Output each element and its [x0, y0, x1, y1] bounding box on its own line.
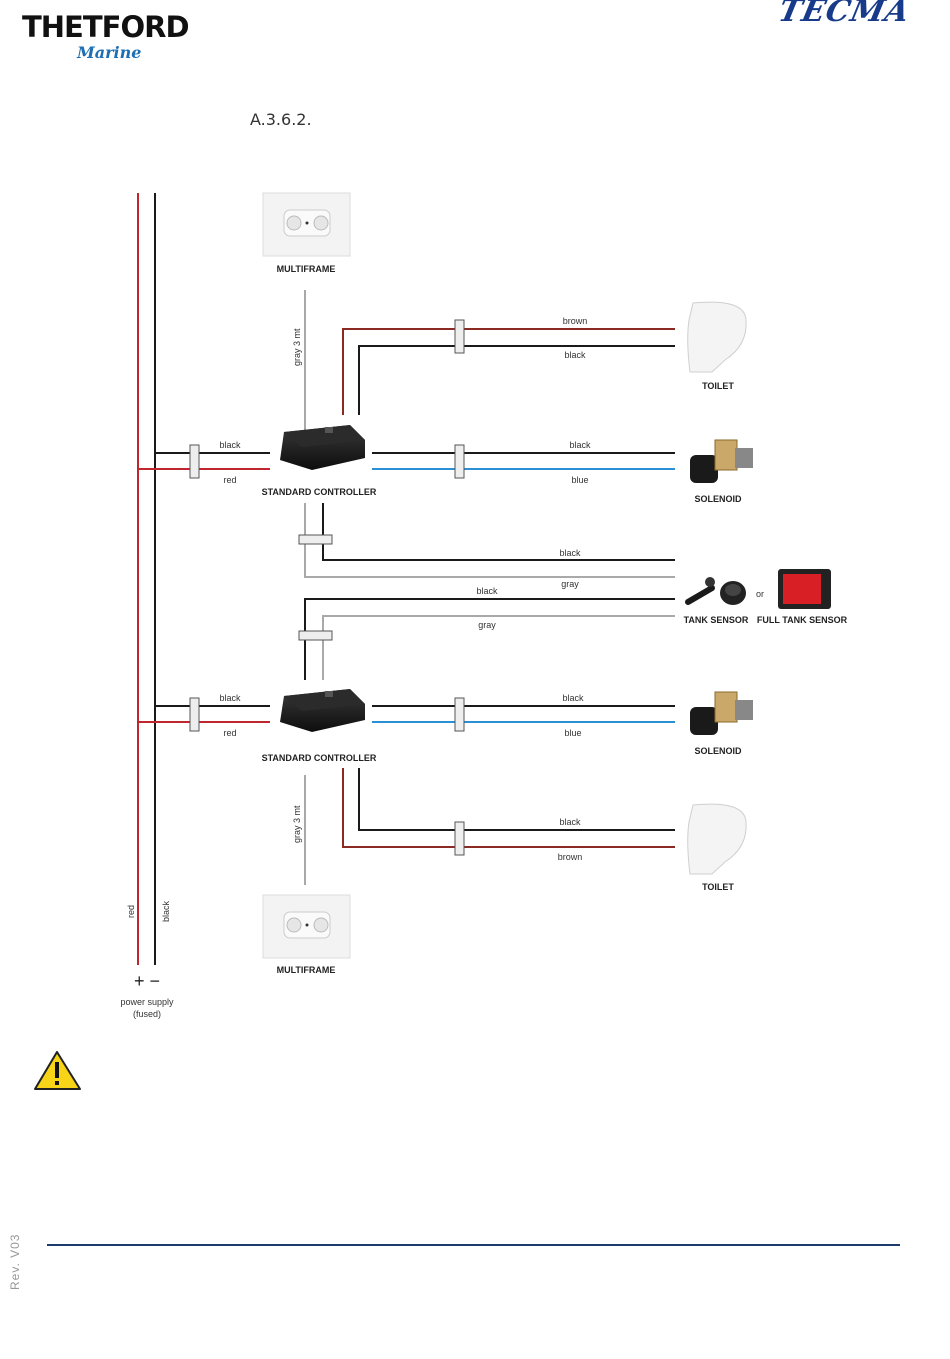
bus-black-label: black [161, 900, 171, 922]
gray-tank1-label: gray [561, 579, 579, 589]
gray-tank2-label: gray [478, 620, 496, 630]
section-number: A.3.6.2. [250, 110, 312, 129]
blue-sol-bottom-label: blue [564, 728, 581, 738]
tank-sensor-image [685, 577, 746, 605]
gray-3mt-bottom-label: gray 3 mt [292, 805, 302, 843]
standard-controller-bottom-box [280, 689, 365, 732]
tank-sensor-label: TANK SENSOR [684, 615, 749, 625]
toilet-top-image [687, 301, 747, 373]
black-sol-top-label: black [569, 440, 591, 450]
full-tank-sensor-image [778, 569, 831, 609]
fused-label: (fused) [133, 1009, 161, 1019]
black-tank2-label: black [476, 586, 498, 596]
standard-controller-top-box [280, 425, 365, 470]
gray-3mt-top-label: gray 3 mt [292, 328, 302, 366]
black-toilet-top-label: black [564, 350, 586, 360]
multiframe-bottom-label: MULTIFRAME [277, 965, 336, 975]
revision-label: Rev. V03 [8, 1233, 22, 1290]
power-supply-label: power supply [120, 997, 174, 1007]
full-tank-sensor-label: FULL TANK SENSOR [757, 615, 848, 625]
multiframe-top-label: MULTIFRAME [277, 264, 336, 274]
black-toilet-bottom-label: black [559, 817, 581, 827]
or-label: or [756, 589, 764, 599]
marine-logo-text: Marine [77, 43, 142, 62]
black-sol-bottom-label: black [562, 693, 584, 703]
footer-divider [47, 1244, 900, 1246]
black-tank1-label: black [559, 548, 581, 558]
solenoid-bottom-image [690, 691, 753, 735]
brown-top-label: brown [563, 316, 588, 326]
toilet-bottom-image [687, 803, 747, 875]
solenoid-top-image [690, 439, 753, 483]
blue-sol-top-label: blue [571, 475, 588, 485]
black-ctrl-bottom-label: black [219, 693, 241, 703]
controller-bottom-label: STANDARD CONTROLLER [262, 753, 377, 763]
red-ctrl-top-label: red [223, 475, 236, 485]
controller-top-label: STANDARD CONTROLLER [262, 487, 377, 497]
multiframe-bottom-panel [262, 894, 351, 959]
solenoid-bottom-label: SOLENOID [694, 746, 742, 756]
warning-triangle-icon [34, 1051, 81, 1090]
plus-minus-sign: + − [134, 971, 160, 991]
multiframe-top-panel [262, 192, 351, 257]
solenoid-top-label: SOLENOID [694, 494, 742, 504]
thetford-marine-logo: THETFORD Marine [22, 10, 197, 62]
brown-bottom-label: brown [558, 852, 583, 862]
red-ctrl-bottom-label: red [223, 728, 236, 738]
toilet-bottom-label: TOILET [702, 882, 734, 892]
bus-red-label: red [126, 905, 136, 918]
toilet-top-label: TOILET [702, 381, 734, 391]
black-ctrl-top-label: black [219, 440, 241, 450]
thetford-logo-text: THETFORD [22, 10, 190, 44]
